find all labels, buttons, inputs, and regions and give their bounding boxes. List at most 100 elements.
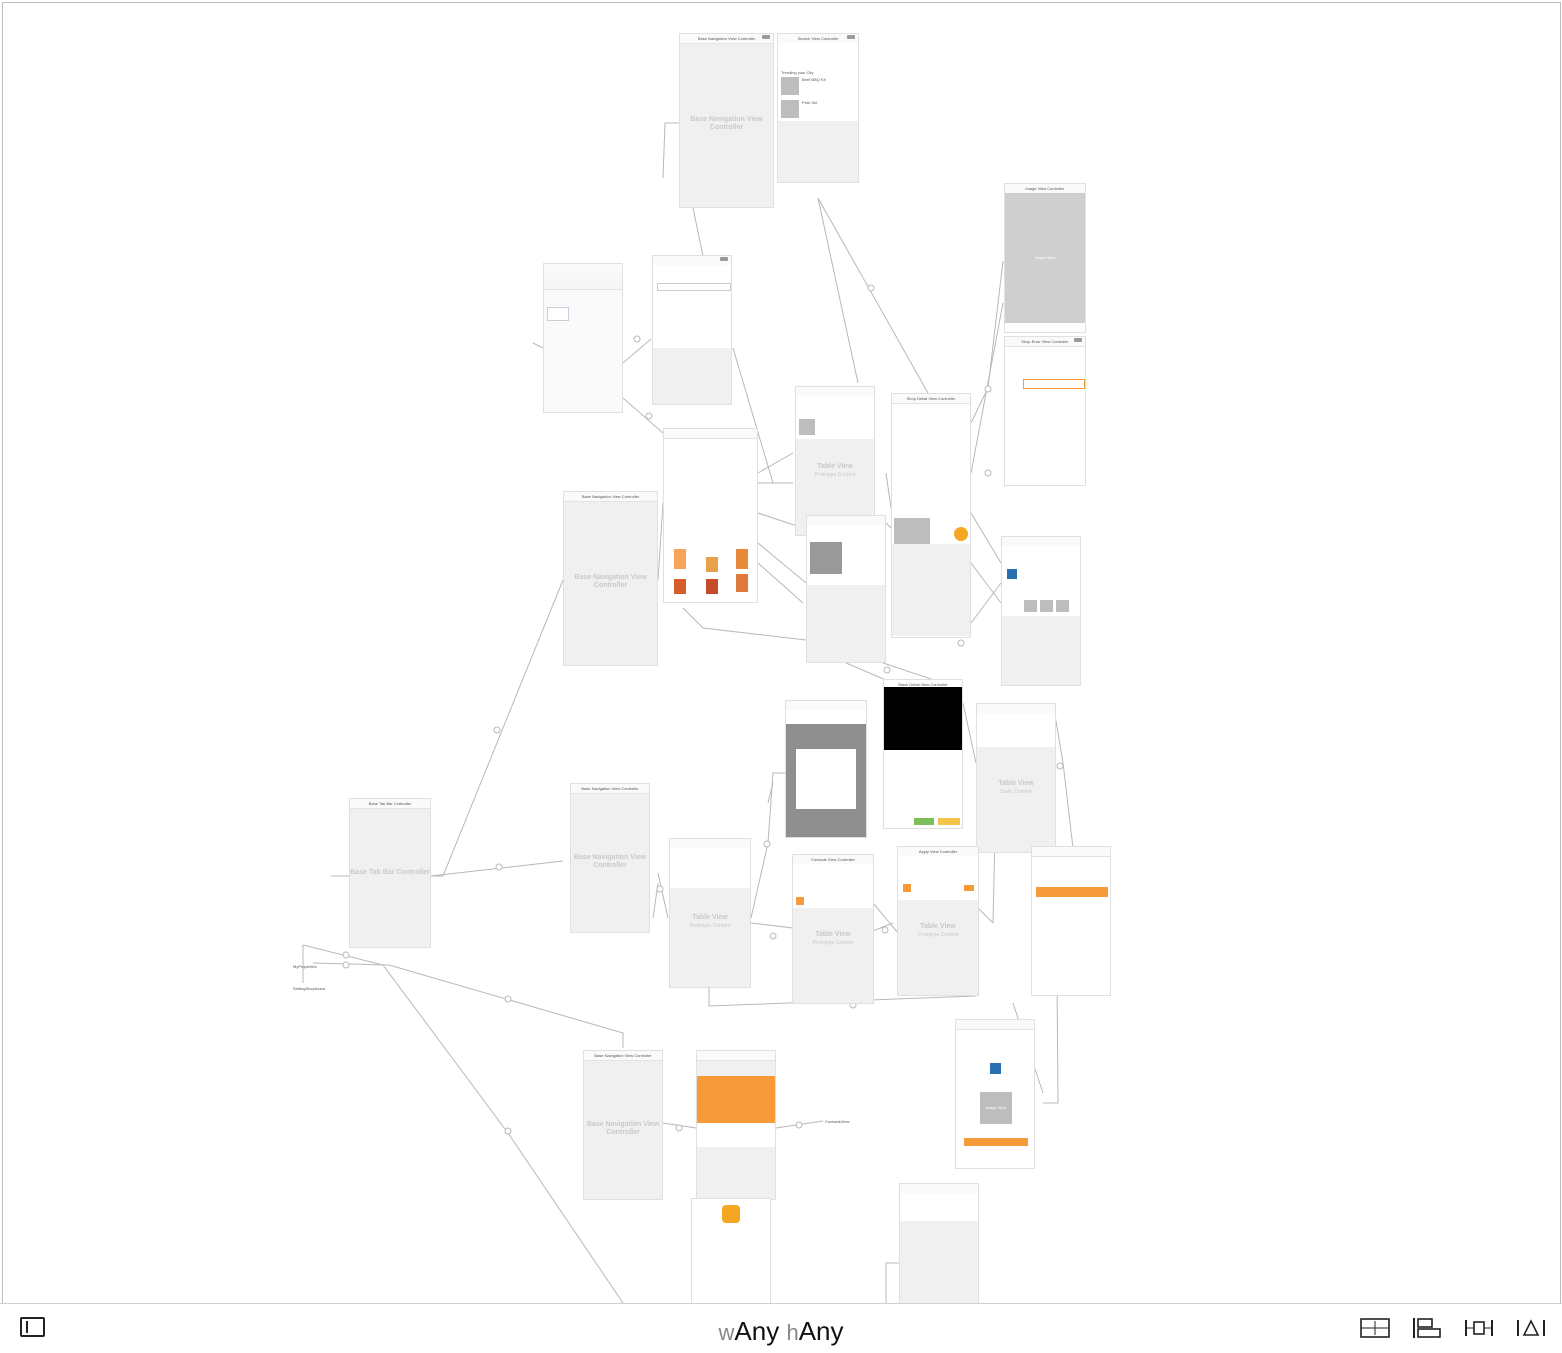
storyboard-canvas-frame[interactable]: Base Navigation View Controller Base Nav… [2, 2, 1561, 1303]
profile-list [697, 1123, 775, 1147]
search-view-controller[interactable]: Search View Controller Trending your Cit… [777, 33, 859, 183]
login-button[interactable] [547, 307, 569, 321]
base-navigation-controller-mid[interactable]: Base Navigation View Controller Base Nav… [563, 491, 658, 666]
scene-title: Shop Error View Controller [1005, 337, 1085, 347]
resolve-auto-layout-icon-svg [1517, 1319, 1545, 1336]
size-h-value: Any [798, 1316, 844, 1346]
size-h-prefix: h [786, 1320, 799, 1345]
thumb [1024, 600, 1037, 612]
scene-title: Shop Detail View Controller [892, 394, 970, 404]
submit-view-controller[interactable] [1031, 846, 1111, 996]
profile-header [697, 1076, 775, 1123]
scene-placeholder: Base Navigation View Controller [586, 1121, 660, 1136]
product-list-view-controller[interactable] [806, 515, 886, 663]
resolve-auto-layout-icon[interactable] [1516, 1316, 1546, 1340]
item-2-label: Pork Set [802, 100, 818, 105]
static-header [977, 713, 1055, 747]
home-view-controller[interactable] [663, 428, 758, 603]
stack-icon-svg [1413, 1318, 1441, 1338]
category-icon[interactable] [674, 549, 686, 569]
size-class-selector[interactable]: wAny hAny [0, 1316, 1562, 1347]
map-header [900, 1193, 978, 1221]
segue-lines [302, 122, 1074, 1303]
size-w-prefix: w [718, 1320, 735, 1345]
scene-title: Base Navigation View Controller [571, 784, 649, 794]
scene-placeholder: Base Navigation View Controller [690, 116, 763, 131]
green-button[interactable] [914, 818, 934, 825]
map-view-controller[interactable] [899, 1183, 979, 1303]
category-icon[interactable] [736, 574, 748, 592]
submit-button[interactable] [964, 1138, 1028, 1146]
thumb [1040, 600, 1053, 612]
pin-icon-svg [1465, 1320, 1493, 1336]
black-detail-view-controller[interactable]: Black Detail View Controller [883, 679, 963, 829]
scene-title: Base Navigation View Controller [680, 34, 773, 44]
favorite-button[interactable] [954, 527, 968, 541]
error-button[interactable] [1023, 379, 1085, 389]
item-thumb [781, 77, 799, 95]
login-view-controller[interactable] [543, 263, 623, 413]
question-detail-view-controller[interactable]: Image View [955, 1019, 1035, 1169]
category-icon[interactable] [706, 579, 718, 594]
scene-placeholder: Base Navigation View Controller [573, 854, 647, 869]
scene-title [664, 429, 757, 439]
image-view: Image View [980, 1092, 1012, 1124]
shop-error-view-controller[interactable]: Shop Error View Controller [1004, 336, 1086, 486]
scene-badge [1074, 338, 1082, 342]
scene-title [1032, 847, 1110, 857]
category-icon[interactable] [674, 579, 686, 594]
base-navigation-controller-bottom[interactable]: Base Navigation View Controller Base Nav… [583, 1050, 663, 1200]
item-thumb [781, 100, 799, 118]
sidebar-toggle-icon[interactable] [20, 1317, 45, 1337]
message-header [670, 848, 750, 888]
search-field[interactable] [657, 283, 731, 291]
item-1-label: Beef BBQ Kit [802, 77, 826, 82]
image-view-controller[interactable]: Image View Controller Image View [1004, 183, 1086, 333]
contacts-header [793, 864, 873, 908]
category-icon[interactable] [736, 549, 748, 569]
question-icon [990, 1063, 1001, 1074]
about-view-controller[interactable] [691, 1198, 771, 1303]
apply-button[interactable] [964, 885, 974, 891]
apply-header [898, 856, 978, 900]
qr-nav [786, 710, 866, 724]
video-area [884, 687, 962, 750]
image-view: Image View [1005, 193, 1085, 323]
storyboard-reference-myproperties[interactable]: MyProperties [293, 964, 317, 969]
qr-view-controller[interactable] [785, 700, 867, 838]
app-logo-icon [722, 1205, 740, 1223]
storyboard-reference-contacts[interactable]: ContactsView [825, 1119, 850, 1124]
update-frames-icon-svg [1360, 1318, 1390, 1338]
scene-title [697, 1051, 775, 1061]
scene-badge [762, 35, 770, 39]
pin-icon[interactable] [1464, 1316, 1494, 1340]
shop-detail-view-controller[interactable]: Shop Detail View Controller [891, 393, 971, 638]
base-navigation-controller-top[interactable]: Base Navigation View Controller Base Nav… [679, 33, 774, 208]
storyboard-reference-setting[interactable]: SettingStoryboard [293, 986, 326, 991]
size-w-value: Any [734, 1316, 780, 1346]
category-icon[interactable] [706, 557, 718, 572]
scene-placeholder: Base Navigation View Controller [574, 574, 647, 589]
stack-icon[interactable] [1412, 1316, 1442, 1340]
category-content [653, 265, 731, 348]
scene-title: Base Tab Bar Controller [350, 799, 430, 809]
question-view-controller[interactable] [1001, 536, 1081, 686]
update-frames-icon[interactable] [1360, 1316, 1390, 1340]
scene-placeholder: Base Tab Bar Controller [350, 869, 430, 876]
category-view-controller[interactable] [652, 255, 732, 405]
my-page-view-controller[interactable] [696, 1050, 776, 1200]
yellow-button[interactable] [938, 818, 960, 825]
base-tab-bar-controller[interactable]: Base Tab Bar Controller Base Tab Bar Con… [349, 798, 431, 948]
canvas-bottom-bar [0, 1303, 1562, 1353]
base-navigation-controller-low[interactable]: Base Navigation View Controller Base Nav… [570, 783, 650, 933]
submit-button[interactable] [1036, 887, 1108, 897]
scene-nav [544, 273, 622, 290]
